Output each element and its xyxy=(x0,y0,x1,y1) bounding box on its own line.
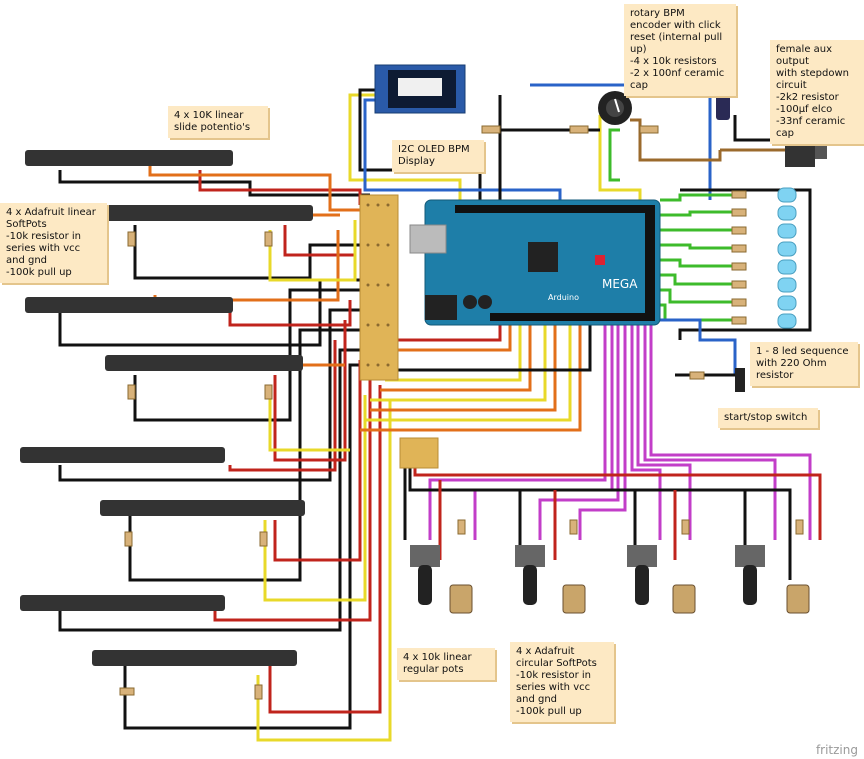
note-circular: 4 x Adafruit circular SoftPots -10k resi… xyxy=(510,642,614,722)
arduino-maker: Arduino xyxy=(548,293,579,302)
circular-softpots xyxy=(449,584,810,614)
note-switch: start/stop switch xyxy=(718,408,818,428)
wires-leds xyxy=(660,188,812,377)
note-aux: female aux output with stepdown circuit … xyxy=(770,40,864,144)
fritzing-watermark: fritzing xyxy=(815,743,858,757)
rotary-encoder xyxy=(598,91,632,125)
note-regular-pots: 4 x 10k linear regular pots xyxy=(397,648,495,680)
arduino-brand: MEGA xyxy=(602,277,638,291)
slide-pots xyxy=(20,150,313,666)
regular-pots xyxy=(410,545,765,605)
note-slide-pots: 4 x 10K linear slide potentio's xyxy=(168,106,268,138)
resistors xyxy=(119,125,804,700)
wires-analog xyxy=(360,320,592,432)
breadboard-left xyxy=(359,194,399,381)
note-oled: I2C OLED BPM Display xyxy=(392,140,484,172)
wires-purple xyxy=(428,320,812,540)
oled-display xyxy=(374,64,466,114)
note-encoder: rotary BPM encoder with click reset (int… xyxy=(624,4,736,96)
arduino-mega: MEGA Arduino xyxy=(409,199,661,326)
led-array xyxy=(777,187,797,329)
note-softpots: 4 x Adafruit linear SoftPots -10k resist… xyxy=(0,203,107,283)
wires-slide-pots xyxy=(58,160,392,742)
note-leds: 1 - 8 led sequence with 220 Ohm resistor xyxy=(750,342,858,386)
start-stop-switch xyxy=(735,368,745,392)
breadboard-small xyxy=(399,437,439,469)
